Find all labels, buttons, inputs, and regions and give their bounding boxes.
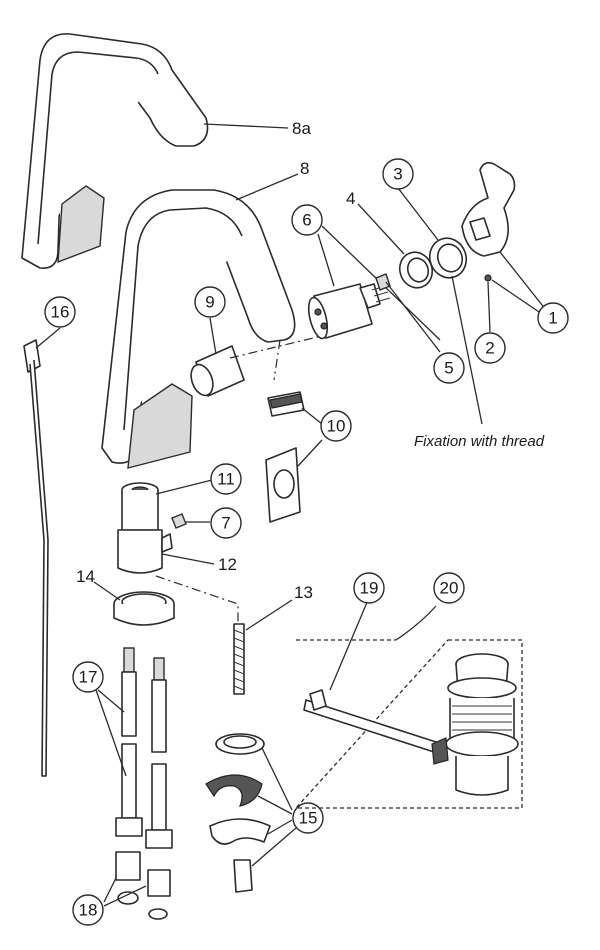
nut-14 [93, 581, 175, 626]
callout-18: 18 [79, 901, 98, 920]
callout-17: 17 [79, 668, 98, 687]
waste-valve-20 [431, 653, 519, 796]
axis-line-upper [229, 333, 331, 359]
callout-19-circle [353, 572, 385, 604]
callout-5-circle [433, 352, 465, 384]
spout-8 [101, 173, 299, 469]
fixing-set-15 [205, 733, 297, 893]
fixation-note: Fixation with thread [414, 433, 545, 450]
clip-10 [265, 391, 323, 523]
ring-3 [397, 187, 483, 425]
callout-11-circle [210, 463, 242, 495]
label-13: 13 [294, 583, 313, 602]
callout-16: 16 [51, 303, 70, 322]
callout-3: 3 [393, 165, 402, 184]
handle-1 [461, 162, 547, 333]
callout-17-circle [72, 661, 104, 693]
body-11-12 [117, 479, 215, 574]
callout-16-circle [44, 296, 76, 328]
callout-10-circle [320, 410, 352, 442]
callout-7-circle [210, 507, 242, 539]
waste-set-box [294, 605, 523, 809]
lift-rod-16 [23, 327, 61, 777]
callout-5: 5 [444, 359, 453, 378]
callout-6-circle [291, 204, 323, 236]
callout-20-circle [433, 572, 465, 604]
label-8a: 8a [292, 119, 311, 138]
sleeve-9 [190, 317, 245, 397]
axis-line-vertical [273, 339, 281, 381]
callout-9-circle [194, 286, 226, 318]
callout-2: 2 [485, 339, 494, 358]
nut-4 [357, 203, 434, 289]
label-4: 4 [346, 189, 355, 208]
label-14: 14 [76, 567, 95, 586]
callout-1: 1 [548, 309, 557, 328]
cartridge-6 [307, 225, 441, 341]
callout-18-circle [72, 894, 104, 926]
callout-19: 19 [360, 579, 379, 598]
axis-line-lower [155, 575, 239, 624]
label-8: 8 [300, 159, 309, 178]
callout-15-circle [292, 802, 324, 834]
callout-10: 10 [327, 417, 346, 436]
callout-3-circle [382, 158, 414, 190]
callout-11: 11 [217, 470, 235, 489]
callout-2-circle [474, 332, 506, 364]
screw-5 [375, 273, 441, 353]
callout-20: 20 [440, 579, 459, 598]
callout-9: 9 [205, 293, 214, 312]
callout-15: 15 [299, 809, 318, 828]
label-12: 12 [218, 555, 237, 574]
flexible-hoses-17 [95, 647, 173, 849]
callout-1-circle [537, 302, 569, 334]
callout-6: 6 [302, 211, 311, 230]
threaded-rod-13 [233, 599, 293, 695]
callout-7: 7 [221, 514, 230, 533]
spout-8a [21, 33, 289, 269]
connectors-18 [103, 851, 171, 920]
